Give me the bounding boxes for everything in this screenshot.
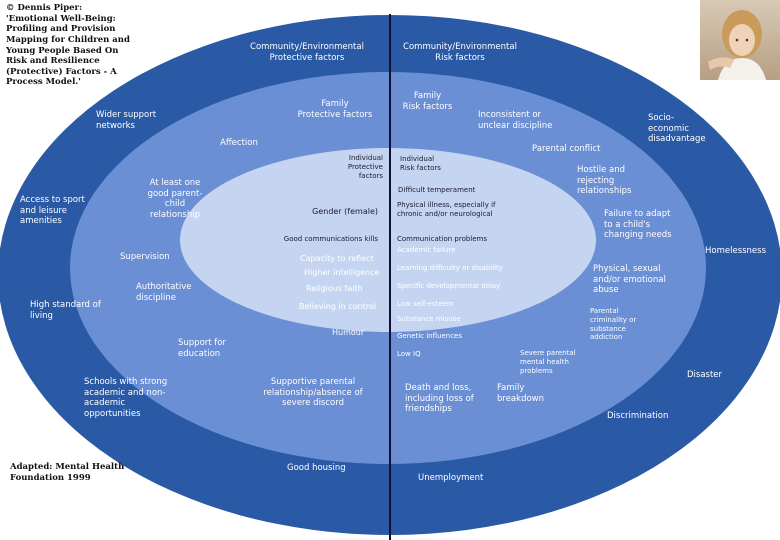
header-community-protective: Community/Environmental Protective facto…	[250, 42, 364, 63]
child-photo	[700, 0, 780, 80]
middle-protective-affection: Affection	[220, 138, 258, 148]
middle-risk-family-breakdown: Family breakdown	[497, 383, 544, 404]
outer-protective-good-housing: Good housing	[287, 463, 346, 473]
middle-risk-death-loss: Death and loss, including loss of friend…	[405, 383, 474, 415]
middle-risk-mental-health: Severe parental mental health problems	[520, 349, 576, 375]
middle-risk-abuse: Physical, sexual and/or emotional abuse	[593, 264, 666, 296]
inner-protective-religious-faith: Religious faith	[306, 284, 363, 293]
middle-protective-supervision: Supervision	[120, 252, 170, 262]
source-text: Adapted: Mental Health Foundation 1999	[10, 462, 125, 483]
header-individual-protective: Individual Protective factors	[347, 154, 383, 180]
outer-protective-schools: Schools with strong academic and non- ac…	[84, 377, 168, 419]
middle-risk-criminality: Parental criminality or substance addict…	[590, 307, 637, 342]
header-individual-risk: Individual Risk factors	[400, 155, 441, 172]
inner-risk-low-iq: Low IQ	[397, 350, 421, 358]
outer-risk-discrimination: Discrimination	[607, 411, 669, 421]
middle-risk-hostile-relationships: Hostile and rejecting relationships	[577, 165, 632, 197]
inner-risk-communication-problems: Communication problems	[397, 235, 488, 243]
outer-protective-wider-support: Wider support networks	[96, 110, 157, 131]
middle-protective-authoritative: Authoritative discipline	[136, 282, 192, 303]
inner-protective-communication: Good communications kills	[283, 235, 378, 243]
inner-protective-capacity-reflect: Capacity to reflect	[300, 254, 374, 263]
outer-risk-homelessness: Homelessness	[705, 246, 767, 256]
middle-risk-failure-adapt: Failure to adapt to a child's changing n…	[604, 209, 672, 241]
inner-protective-humour: Humour	[332, 328, 365, 337]
middle-risk-inconsistent-discipline: Inconsistent or unclear discipline	[478, 110, 553, 131]
inner-risk-academic-failure: Academic failure	[397, 246, 456, 254]
outer-risk-disaster: Disaster	[687, 370, 723, 380]
outer-protective-support-education: Support for education	[178, 338, 226, 359]
header-family-risk: Family Risk factors	[402, 91, 453, 112]
inner-risk-difficult-temperament: Difficult temperament	[398, 186, 476, 194]
inner-risk-genetic-influences: Genetic influences	[397, 332, 463, 340]
inner-risk-physical-illness: Physical illness, especially if chronic …	[397, 201, 496, 218]
inner-protective-believing-control: Believing in control	[299, 302, 376, 311]
outer-protective-standard-living: High standard of living	[30, 300, 101, 321]
outer-risk-socio-economic: Socio- economic disadvantage	[648, 113, 706, 145]
middle-protective-parent-child: At least one good parent- child relation…	[147, 178, 203, 220]
inner-risk-developmental-delay: Specific developmental delay	[397, 282, 501, 290]
header-family-protective: Family Protective factors	[297, 99, 373, 120]
inner-protective-gender: Gender (female)	[312, 207, 378, 216]
citation-text: © Dennis Piper: 'Emotional Well-Being: P…	[6, 3, 130, 88]
inner-ring-individual	[180, 148, 596, 332]
outer-protective-parental-relationship: Supportive parental relationship/absence…	[263, 377, 363, 409]
inner-risk-learning-difficulty: Learning difficulty or disability	[397, 264, 503, 272]
outer-risk-unemployment: Unemployment	[418, 473, 484, 483]
inner-protective-higher-intelligence: Higher intelligence	[304, 268, 380, 277]
middle-risk-parental-conflict: Parental conflict	[532, 144, 601, 154]
inner-risk-low-self-esteem: Low self-esteem	[397, 300, 454, 308]
outer-protective-sport-leisure: Access to sport and leisure amenities	[20, 195, 85, 227]
header-community-risk: Community/Environmental Risk factors	[403, 42, 517, 63]
inner-risk-substance-misuse: Substance misuse	[397, 315, 461, 323]
